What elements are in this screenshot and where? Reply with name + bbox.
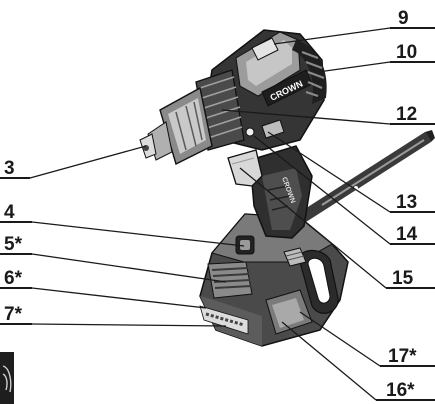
callout-17: 17* bbox=[388, 346, 417, 367]
callout-15: 15 bbox=[392, 268, 414, 289]
battery-pack bbox=[199, 213, 349, 347]
callout-13: 13 bbox=[396, 192, 417, 213]
brand-plate: CROWN bbox=[261, 69, 313, 107]
callout-3: 3 bbox=[4, 158, 15, 179]
callout-4: 4 bbox=[4, 202, 15, 223]
callout-14: 14 bbox=[396, 224, 418, 245]
battery-latch bbox=[207, 261, 253, 299]
callout-5: 5* bbox=[4, 234, 23, 255]
gear-selector bbox=[251, 37, 279, 61]
trigger bbox=[227, 149, 263, 187]
callout-16: 16* bbox=[386, 380, 415, 401]
motor-vents bbox=[292, 40, 327, 104]
leader-lines bbox=[0, 27, 435, 401]
direction-switch bbox=[261, 119, 285, 139]
callout-labels: 3 4 5* 6* 7* 9 10 12 13 14 15 16* 17* bbox=[4, 8, 418, 401]
callout-10: 10 bbox=[396, 42, 417, 63]
work-light bbox=[245, 127, 255, 137]
callout-6: 6* bbox=[4, 268, 23, 289]
screwdriver-bit bbox=[300, 130, 435, 222]
callout-7: 7* bbox=[4, 304, 23, 325]
corner-emblem bbox=[0, 352, 14, 404]
callout-9: 9 bbox=[398, 8, 409, 29]
callout-12: 12 bbox=[396, 104, 417, 125]
drill-illustration: CROWN CROWN bbox=[139, 29, 435, 347]
belt-hook bbox=[299, 249, 339, 314]
chuck bbox=[139, 86, 213, 165]
